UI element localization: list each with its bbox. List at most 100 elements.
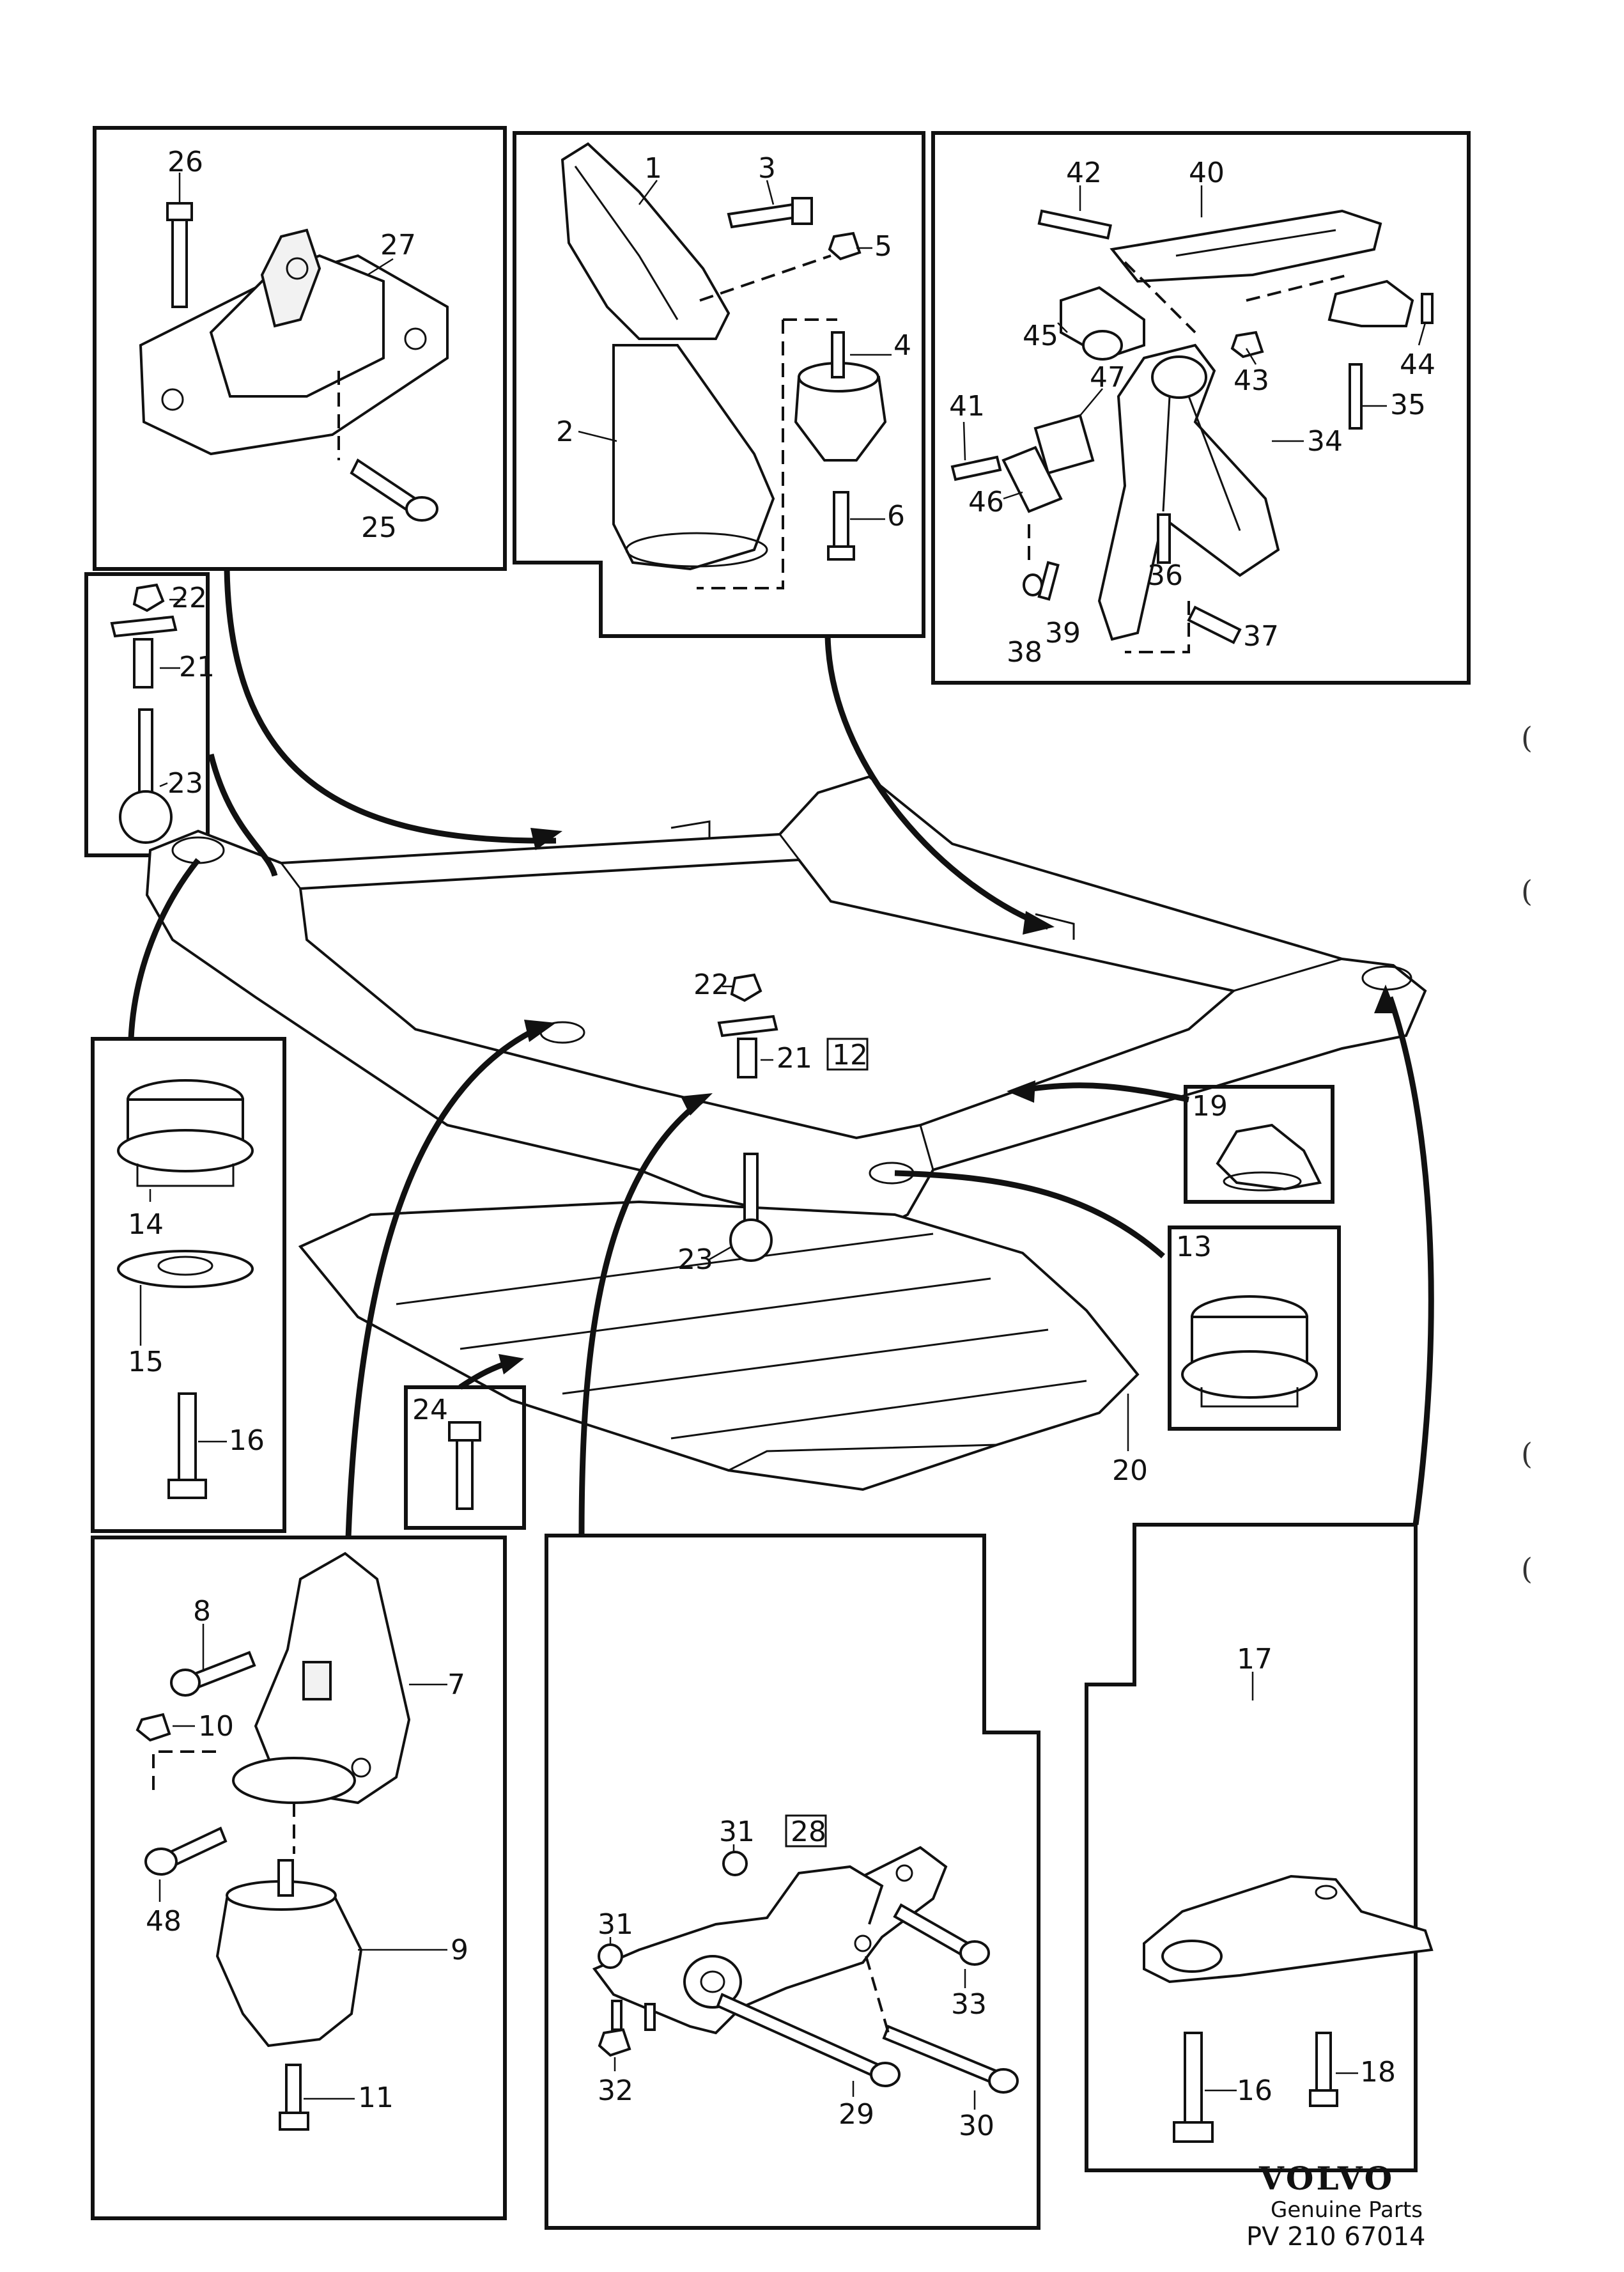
label-42: 42 bbox=[1066, 157, 1102, 189]
bolt-30[interactable] bbox=[882, 2025, 1019, 2094]
label-12-text: 12 bbox=[832, 1039, 868, 1071]
link-46[interactable] bbox=[1001, 446, 1063, 513]
brand-tagline: Genuine Parts bbox=[1271, 2197, 1423, 2223]
panel-torque-rod: 31 28 31 33 32 29 30 bbox=[545, 1534, 1040, 2230]
bolt-24[interactable] bbox=[448, 1421, 481, 1510]
bolt-29[interactable] bbox=[716, 1993, 901, 2087]
nut-43[interactable] bbox=[1230, 331, 1264, 359]
label-39: 39 bbox=[1045, 617, 1081, 650]
label-22-top: 22 bbox=[171, 582, 207, 614]
nut-32[interactable] bbox=[598, 2000, 656, 2057]
rubber-mount-9[interactable] bbox=[215, 1859, 363, 2048]
nut-31-top[interactable] bbox=[722, 1851, 748, 1876]
mount-housing-2[interactable] bbox=[612, 344, 775, 571]
bolt-42[interactable] bbox=[1037, 209, 1112, 240]
bushing-45[interactable] bbox=[1060, 286, 1145, 361]
label-40: 40 bbox=[1189, 157, 1225, 189]
clip-21-center[interactable] bbox=[717, 1015, 778, 1078]
washer-15[interactable] bbox=[117, 1250, 254, 1288]
bolt-6[interactable] bbox=[827, 491, 855, 561]
label-16-left: 16 bbox=[229, 1424, 265, 1457]
label-28: 28 bbox=[785, 1814, 827, 1848]
label-47: 47 bbox=[1090, 361, 1125, 394]
nut-22-center[interactable] bbox=[730, 973, 762, 1002]
mount-bracket-27[interactable] bbox=[139, 228, 449, 456]
bolt-16-right[interactable] bbox=[1173, 2032, 1214, 2143]
label-15: 15 bbox=[128, 1346, 164, 1378]
bolt-26[interactable] bbox=[166, 202, 193, 308]
panel-engine-mount: 1 3 5 4 2 6 bbox=[513, 131, 925, 638]
label-32: 32 bbox=[598, 2074, 633, 2107]
label-16-right: 16 bbox=[1237, 2074, 1272, 2107]
label-30: 30 bbox=[959, 2110, 994, 2142]
rubber-bushing-13[interactable] bbox=[1181, 1295, 1318, 1408]
torque-rod-28[interactable] bbox=[592, 1846, 948, 2035]
bracket-44[interactable] bbox=[1327, 279, 1434, 327]
panel-mount-stack: 14 15 16 bbox=[91, 1037, 286, 1533]
bracket-7[interactable] bbox=[232, 1552, 411, 1805]
bracket-17[interactable] bbox=[1143, 1874, 1434, 1984]
rubber-mount-4[interactable] bbox=[794, 331, 887, 462]
label-35: 35 bbox=[1390, 389, 1426, 421]
panel-bump-stop: 19 bbox=[1184, 1085, 1334, 1204]
torque-rod-40[interactable] bbox=[1110, 209, 1382, 283]
bolt-35[interactable] bbox=[1349, 363, 1363, 430]
bracket-1[interactable] bbox=[561, 142, 731, 340]
bolt-37[interactable] bbox=[1187, 605, 1242, 644]
label-9: 9 bbox=[451, 1934, 468, 1966]
bolt-16-left[interactable] bbox=[167, 1392, 207, 1499]
panel-rubber-mount-13: 13 bbox=[1168, 1225, 1341, 1431]
label-27: 27 bbox=[380, 229, 416, 261]
brand-code: PV 210 67014 bbox=[1246, 2222, 1426, 2252]
subframe-12[interactable] bbox=[145, 775, 1427, 1236]
label-21-top: 21 bbox=[179, 651, 215, 683]
nut-5[interactable] bbox=[828, 231, 862, 261]
bolt-36[interactable] bbox=[1157, 513, 1171, 564]
bolt-25[interactable] bbox=[350, 458, 438, 522]
spacer-39[interactable] bbox=[1037, 561, 1060, 601]
label-6: 6 bbox=[887, 500, 905, 533]
margin-mark: ( bbox=[1521, 874, 1533, 908]
label-14: 14 bbox=[128, 1208, 164, 1241]
label-26: 26 bbox=[167, 146, 203, 178]
splash-shield-20[interactable] bbox=[298, 1200, 1140, 1491]
bolt-41[interactable] bbox=[950, 455, 1002, 481]
eye-bolt-23-center[interactable] bbox=[729, 1153, 773, 1262]
label-45: 45 bbox=[1023, 320, 1058, 352]
bolt-8[interactable] bbox=[170, 1651, 256, 1697]
eye-bolt-23-top[interactable] bbox=[119, 708, 173, 844]
label-23-center: 23 bbox=[677, 1243, 713, 1276]
label-18: 18 bbox=[1360, 2056, 1396, 2089]
label-33: 33 bbox=[951, 1988, 987, 2021]
label-38: 38 bbox=[1007, 636, 1042, 669]
nut-10[interactable] bbox=[135, 1713, 171, 1742]
label-20: 20 bbox=[1112, 1454, 1148, 1487]
clip-21-top[interactable] bbox=[110, 615, 178, 689]
bump-stop-19[interactable] bbox=[1216, 1123, 1322, 1192]
label-8: 8 bbox=[193, 1595, 211, 1628]
panel-bolt-24: 24 bbox=[404, 1385, 526, 1530]
margin-mark: ( bbox=[1521, 720, 1533, 755]
bolt-33[interactable] bbox=[893, 1903, 990, 1966]
label-28-text: 28 bbox=[791, 1816, 826, 1848]
bolt-3[interactable] bbox=[727, 197, 813, 229]
nut-31-left[interactable] bbox=[598, 1943, 623, 1969]
rubber-bushing-14[interactable] bbox=[117, 1079, 254, 1187]
label-23-top: 23 bbox=[167, 767, 203, 800]
nut-22-top[interactable] bbox=[132, 583, 165, 612]
bolt-48[interactable] bbox=[144, 1826, 228, 1876]
callout-arrows bbox=[128, 568, 1434, 1538]
plate-47[interactable] bbox=[1033, 414, 1095, 475]
label-11: 11 bbox=[358, 2081, 394, 2114]
label-48: 48 bbox=[146, 1905, 182, 1938]
label-22-center: 22 bbox=[693, 969, 729, 1001]
panel-rear-mount: 26 27 25 bbox=[93, 126, 507, 571]
bolt-18[interactable] bbox=[1309, 2032, 1338, 2107]
label-31-top: 31 bbox=[719, 1816, 755, 1848]
torque-arm-34[interactable] bbox=[1097, 343, 1280, 641]
panel-tow-eye-top: 22 21 23 bbox=[84, 572, 215, 857]
label-3: 3 bbox=[758, 152, 776, 185]
label-25: 25 bbox=[361, 511, 397, 544]
margin-marks: ( ( ( ( bbox=[1521, 720, 1533, 1586]
bolt-11[interactable] bbox=[279, 2064, 309, 2131]
